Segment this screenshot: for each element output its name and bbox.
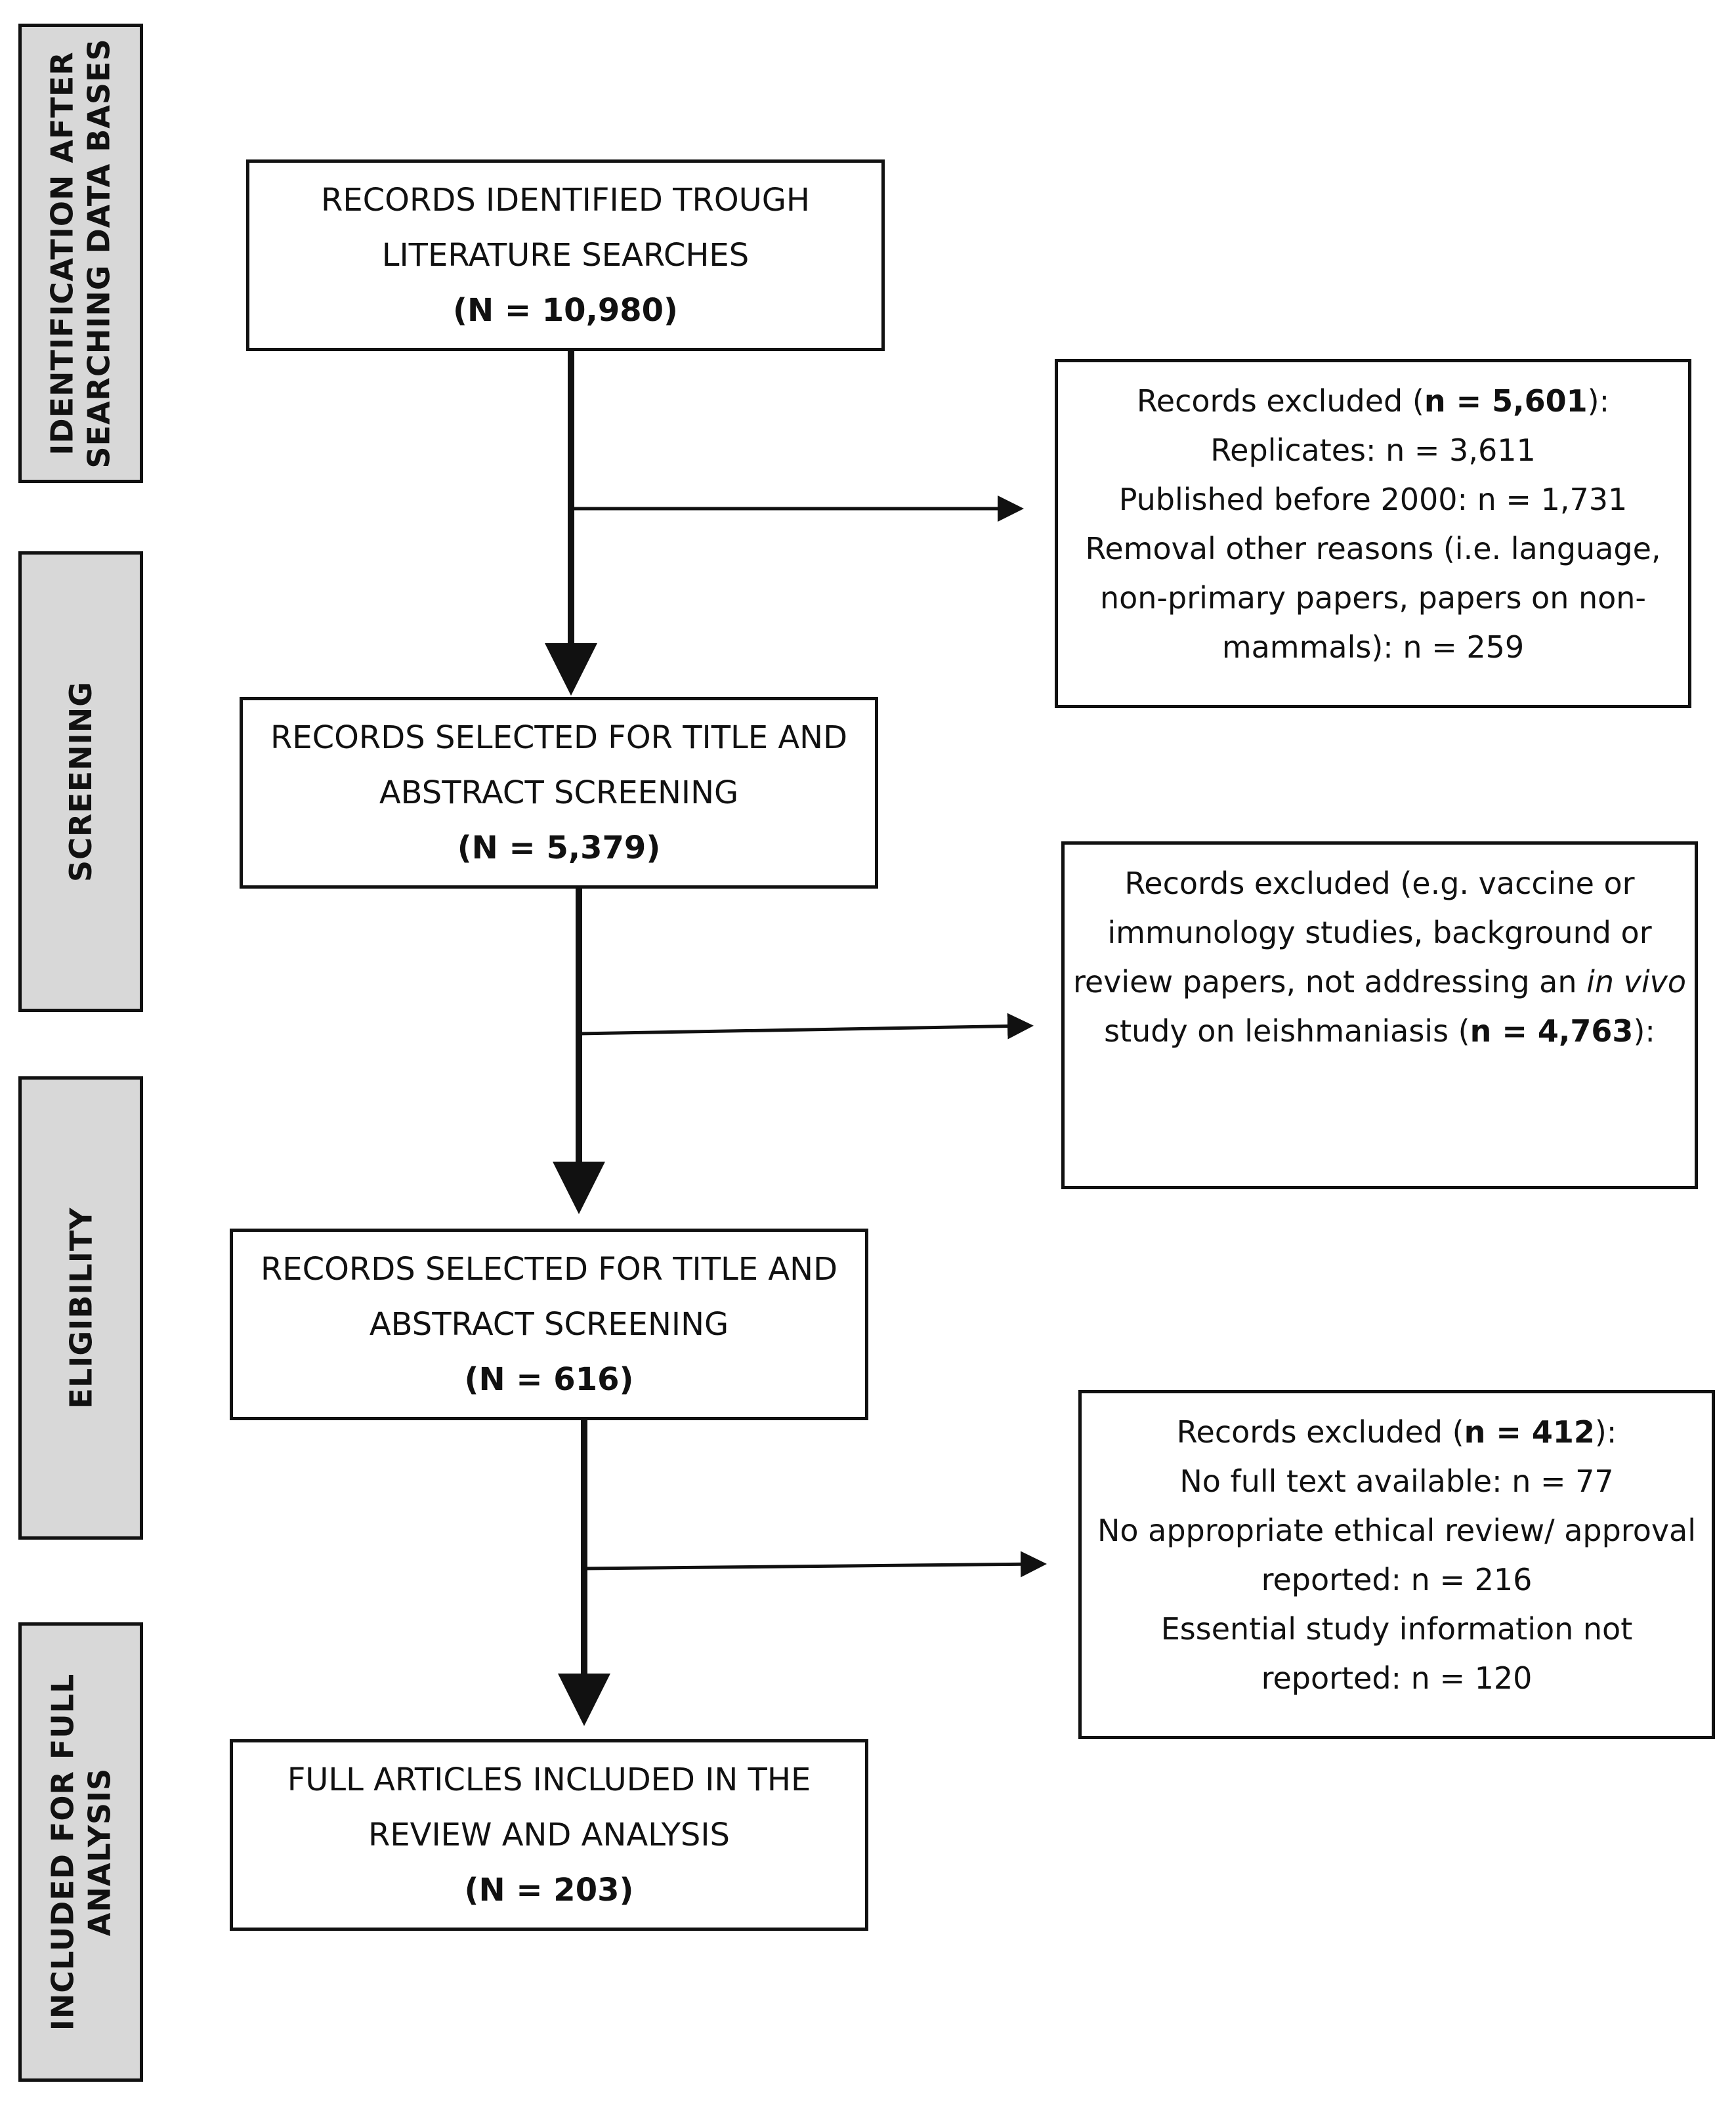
count-screening: (N = 5,379): [457, 830, 661, 866]
phase-identification: IDENTIFICATION AFTER SEARCHING DATA BASE…: [18, 24, 143, 483]
exclusion-3-heading-suffix: ):: [1594, 1414, 1617, 1450]
exclusion-3-line-5: reported: n = 120: [1261, 1660, 1533, 1696]
box-records-identified-line-1: RECORDS IDENTIFIED TROUGH: [320, 182, 811, 219]
phase-included: INCLUDED FOR FULL ANALYSIS: [18, 1622, 143, 2082]
exclusion-1-heading-suffix: ):: [1587, 383, 1610, 419]
exclusion-1-line-4: non-primary papers, papers on non-: [1099, 580, 1647, 616]
exclusion-3-line-4: Essential study information not: [1160, 1611, 1633, 1647]
box-exclusion-3: Records excluded (n = 412): No full text…: [1078, 1390, 1715, 1739]
count-identified: (N = 10,980): [453, 292, 678, 329]
exclusion-3-heading-count: n = 412: [1464, 1414, 1595, 1450]
arrow-to-exclusion-2: [578, 1013, 1034, 1040]
phase-identification-line-2: SEARCHING DATA BASES: [81, 38, 117, 469]
box-exclusion-1: Records excluded (n = 5,601): Replicates…: [1055, 359, 1691, 708]
box-records-identified-count: (N = 10,980): [453, 283, 678, 338]
phase-identification-line-1: IDENTIFICATION AFTER: [45, 51, 81, 455]
exclusion-1-heading-count: n = 5,601: [1424, 383, 1588, 419]
box-records-screening: RECORDS SELECTED FOR TITLE AND ABSTRACT …: [240, 697, 878, 889]
phase-included-label: INCLUDED FOR FULL ANALYSIS: [44, 1674, 117, 2031]
box-full-articles-line-2: REVIEW AND ANALYSIS: [368, 1817, 730, 1853]
exclusion-2-line-3-prefix: review papers, not addressing an: [1072, 964, 1587, 1000]
box-records-eligibility-line-2: ABSTRACT SCREENING: [369, 1306, 729, 1343]
box-full-articles-line-1: FULL ARTICLES INCLUDED IN THE: [287, 1761, 811, 1798]
exclusion-3-line-2: No appropriate ethical review/ approval: [1097, 1513, 1697, 1548]
exclusion-1-line-3: Removal other reasons (i.e. language,: [1085, 531, 1661, 566]
exclusion-2-line-4: study on leishmaniasis (n = 4,763):: [1104, 1007, 1655, 1056]
box-records-eligibility-count: (N = 616): [465, 1352, 634, 1407]
phase-screening: SCREENING: [18, 551, 143, 1012]
phase-screening-line-1: SCREENING: [63, 681, 98, 883]
exclusion-2-line-4-prefix: study on leishmaniasis (: [1104, 1013, 1470, 1049]
exclusion-1-line-2: Published before 2000: n = 1,731: [1118, 482, 1628, 517]
box-records-screening-count: (N = 5,379): [457, 820, 661, 875]
exclusion-2-line-3: review papers, not addressing an in vivo: [1073, 958, 1686, 1007]
box-records-identified: RECORDS IDENTIFIED TROUGH LITERATURE SEA…: [246, 159, 885, 351]
phase-eligibility-line-1: ELIGIBILITY: [63, 1207, 99, 1409]
phase-included-line-2: ANALYSIS: [81, 1767, 117, 1937]
count-eligibility: (N = 616): [464, 1361, 634, 1398]
exclusion-2-line-4-suffix: ):: [1633, 1013, 1655, 1049]
phase-identification-label: IDENTIFICATION AFTER SEARCHING DATA BASE…: [44, 38, 117, 468]
phase-screening-label: SCREENING: [62, 681, 99, 882]
phase-eligibility-label: ELIGIBILITY: [62, 1207, 99, 1408]
phase-included-line-1: INCLUDED FOR FULL: [45, 1673, 80, 2031]
box-full-articles-included: FULL ARTICLES INCLUDED IN THE REVIEW AND…: [230, 1739, 868, 1931]
exclusion-1-heading-prefix: Records excluded (: [1136, 383, 1424, 419]
exclusion-2-line-2: immunology studies, background or: [1107, 915, 1652, 950]
box-records-screening-line-1: RECORDS SELECTED FOR TITLE AND: [270, 719, 848, 756]
exclusion-3-heading-prefix: Records excluded (: [1176, 1414, 1464, 1450]
phase-eligibility: ELIGIBILITY: [18, 1076, 143, 1540]
exclusion-2-line-1: Records excluded (e.g. vaccine or: [1124, 866, 1635, 901]
exclusion-3-line-3: reported: n = 216: [1261, 1562, 1533, 1597]
arrow-to-exclusion-3: [583, 1551, 1047, 1578]
exclusion-3-line-1: No full text available: n = 77: [1179, 1464, 1614, 1499]
count-included: (N = 203): [464, 1872, 634, 1908]
box-records-identified-line-2: LITERATURE SEARCHES: [381, 237, 750, 274]
exclusion-1-line-5: mammals): n = 259: [1221, 629, 1525, 665]
exclusion-1-heading: Records excluded (n = 5,601):: [1137, 377, 1609, 426]
box-exclusion-2: Records excluded (e.g. vaccine or immuno…: [1061, 841, 1698, 1189]
exclusion-2-line-3-italic: in vivo: [1586, 964, 1687, 1000]
box-records-eligibility: RECORDS SELECTED FOR TITLE AND ABSTRACT …: [230, 1229, 868, 1420]
box-full-articles-count: (N = 203): [465, 1863, 634, 1918]
exclusion-3-heading: Records excluded (n = 412):: [1177, 1408, 1617, 1457]
box-records-eligibility-line-1: RECORDS SELECTED FOR TITLE AND: [260, 1251, 838, 1288]
box-records-screening-line-2: ABSTRACT SCREENING: [379, 774, 739, 811]
exclusion-2-line-4-count: n = 4,763: [1470, 1013, 1634, 1049]
exclusion-1-line-1: Replicates: n = 3,611: [1210, 432, 1536, 468]
